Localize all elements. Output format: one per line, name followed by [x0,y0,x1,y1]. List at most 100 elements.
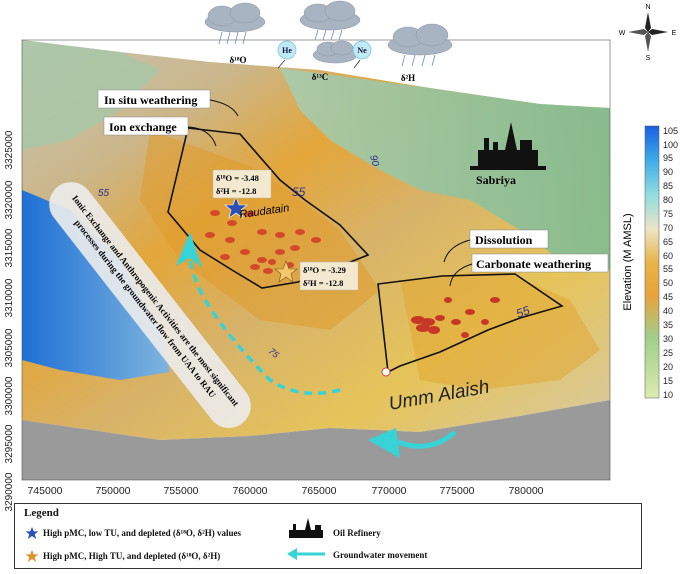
x-tick-label: 760000 [232,485,267,497]
contour-label: 55 [514,303,532,321]
ne-arrow-icon [353,59,361,69]
h2-label: δ²H [401,73,415,83]
y-tick-label: 3305000 [4,328,15,367]
c13-label: δ¹³C [312,72,329,82]
carbonate-label: Carbonate weathering [476,257,591,271]
colorbar-tick: 20 [663,362,673,372]
colorbar-tick: 40 [663,306,673,316]
oil-refinery-icon [470,122,546,170]
colorbar-tick: 50 [663,278,673,288]
cloud-icon [312,40,358,64]
legend-item-orange-star: High pMC, High TU, and depleted (δ¹⁸O, δ… [43,551,221,561]
colorbar-tick: 85 [663,181,673,191]
ne-bubble-icon [352,40,372,60]
in-situ-box [97,89,211,109]
colorbar-ticks: 105 100 95 90 85 80 75 70 65 60 55 50 45… [663,126,678,400]
x-tick-label: 765000 [301,485,336,497]
carbonate-box [471,253,609,273]
colorbar-tick: 10 [663,390,673,400]
x-tick-label: 750000 [95,485,130,497]
legend-item-blue-star: High pMC, low TU, and depleted (δ¹⁸O, δ²… [43,528,242,538]
compass-n: N [645,4,650,11]
cloud-group [204,0,453,64]
compass-w: W [619,30,626,37]
dissolution-arrow [443,239,471,263]
legend-refinery-icon [289,518,323,538]
colorbar-tick: 70 [663,223,673,233]
contour-label: 55 [98,188,110,199]
colorbar-tick: 15 [663,376,673,386]
contour-label: 55 [292,185,306,199]
sample1-box [212,169,272,199]
contour-label: 90 [367,154,381,168]
colorbar-tick: 105 [663,126,678,136]
y-tick-label: 3320000 [4,180,15,219]
ion-exchange-arrow [187,126,217,147]
well-marker-icon [381,367,391,377]
x-tick-label: 770000 [371,485,406,497]
cloud-icon [299,0,361,31]
x-axis: 745000 750000 755000 760000 765000 77000… [27,485,543,497]
sample1-h2: δ²H = -12.8 [216,186,256,196]
y-tick-label: 3300000 [4,376,15,415]
colorbar-tick: 80 [663,195,673,205]
compass-e: E [672,30,677,37]
map-frame [21,39,611,481]
groundwater-flow-path [188,257,341,396]
ion-exchange-label: Ion exchange [109,120,177,134]
he-bubble-icon [277,40,297,60]
sea-area [22,400,610,480]
sample-points-raudatain [205,210,321,274]
in-situ-arrow [209,99,239,117]
colorbar-tick: 45 [663,292,673,302]
legend: Legend High pMC, low TU, and depleted (δ… [14,503,642,569]
x-tick-label: 775000 [439,485,474,497]
colorbar-title: Elevation (M AMSL) [622,213,634,310]
carbonate-arrow [449,263,473,287]
compass-rose-icon [628,12,668,52]
in-situ-label: In situ weathering [104,93,197,107]
groundwater-flow-south [397,430,457,449]
x-tick-label: 780000 [508,485,543,497]
cloud-icon [387,23,453,56]
colorbar-tick: 90 [663,167,673,177]
he-arrow-icon [277,59,286,69]
sample1-o18: δ¹⁸O = -3.48 [216,173,259,183]
legend-title: Legend [24,507,59,519]
cloud-icon [204,2,266,33]
terrain-north-west [22,40,160,150]
y-axis: 3325000 3320000 3315000 3310000 3305000 … [4,130,15,511]
legend-item-groundwater: Groundwater movement [333,550,428,560]
groundwater-arrow-icon [368,428,400,458]
umm-alaish-boundary [377,273,564,374]
he-label: He [282,46,292,55]
rain-icon [218,29,436,67]
orange-star-icon [274,260,298,283]
y-tick-label: 3295000 [4,424,15,463]
colorbar-tick: 75 [663,209,673,219]
sabriya-label: Sabriya [476,173,516,187]
sample2-box [299,261,359,291]
blue-star-icon [224,196,248,219]
colorbar-tick: 30 [663,334,673,344]
y-tick-label: 3315000 [4,228,15,267]
colorbar-tick: 65 [663,237,673,247]
colorbar-tick: 100 [663,140,678,150]
ne-label: Ne [357,46,367,55]
y-tick-label: 3290000 [4,472,15,511]
y-tick-label: 3325000 [4,130,15,169]
sample-points-umm-alaish [411,297,500,338]
legend-item-refinery: Oil Refinery [333,528,381,538]
compass-s: S [646,55,651,62]
x-tick-label: 755000 [163,485,198,497]
sample2-o18: δ¹⁸O = -3.29 [303,265,346,275]
groundwater-arrow-icon [176,232,202,268]
colorbar-tick: 60 [663,251,673,261]
terrain-coastal-low [22,190,170,380]
sample2-h2: δ²H = -12.8 [303,278,343,288]
colorbar-tick: 95 [663,153,673,163]
colorbar-tick: 35 [663,320,673,330]
x-tick-label: 745000 [27,485,62,497]
dissolution-box [469,229,549,249]
